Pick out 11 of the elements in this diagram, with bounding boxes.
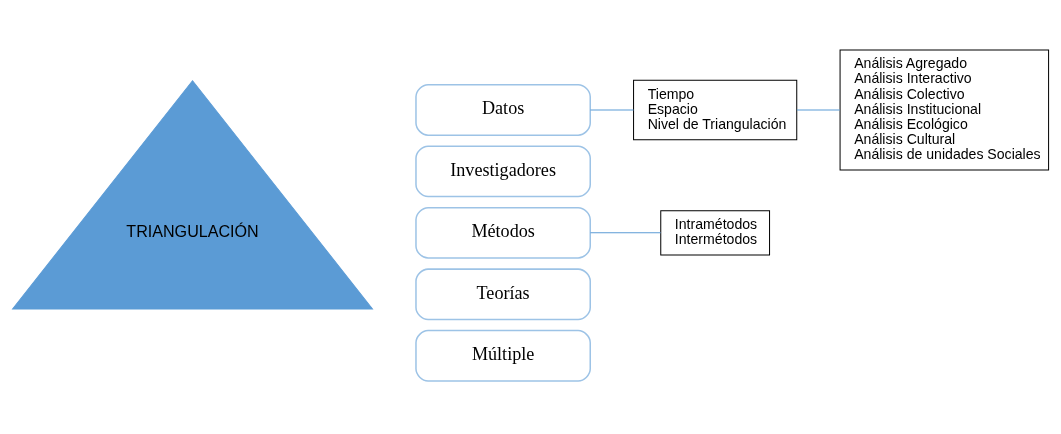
connector (589, 108, 635, 110)
node-box: Métodos (415, 206, 591, 259)
node-box: Tiempo Espacio Nivel de Triangulación (633, 79, 798, 140)
node-box: Investigadores (415, 144, 591, 197)
connector (589, 231, 662, 233)
node-box: Teorías (415, 267, 591, 320)
node-box: Múltiple (415, 329, 591, 382)
connector (796, 108, 841, 110)
node-box: Datos (415, 83, 591, 136)
node-box: Intramétodos Intermétodos (660, 209, 771, 256)
node-box: Análisis Agregado Análisis Interactivo Análisis Colectivo Análisis Institucional Análisis Ecológico Análisis Cultural Análisis de unidades Sociales (839, 49, 1050, 170)
